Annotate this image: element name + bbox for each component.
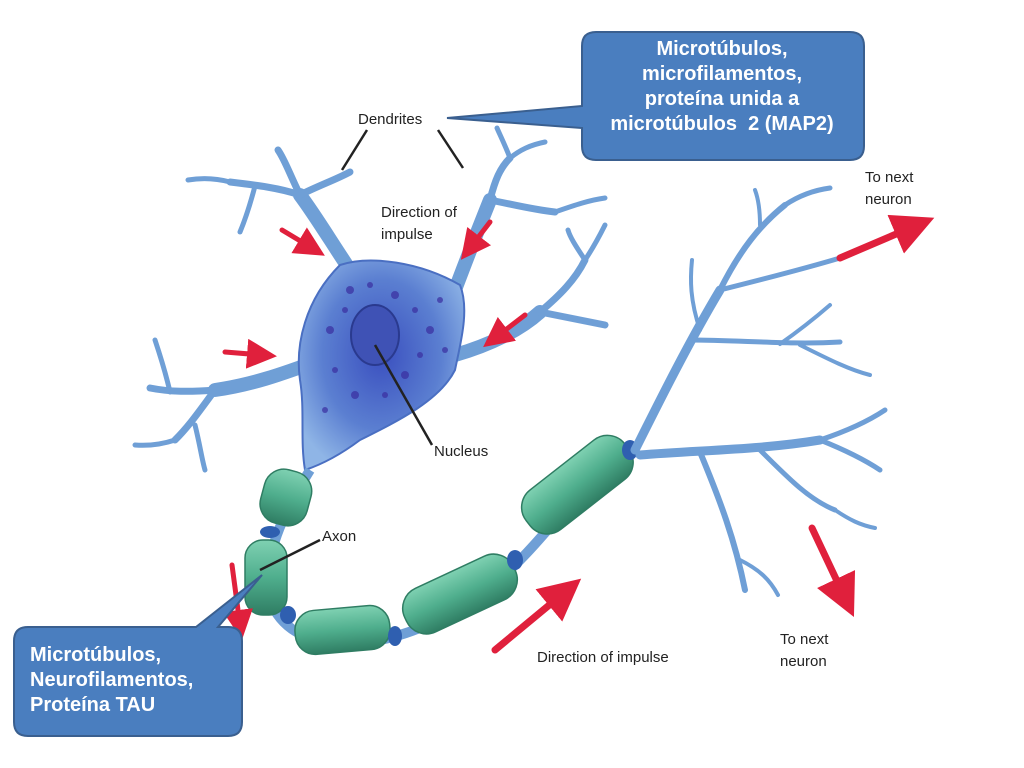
callout-bottom-line: Microtúbulos, bbox=[30, 644, 162, 666]
myelin-segment bbox=[520, 434, 634, 535]
label-next-neuron-bottom-1: To next bbox=[780, 631, 829, 648]
axon-leader bbox=[259, 538, 321, 572]
dendrite-branch bbox=[132, 437, 178, 448]
terminal-branch bbox=[738, 558, 780, 597]
terminal-branch bbox=[635, 435, 825, 460]
impulse-arrow bbox=[483, 312, 528, 348]
dendrite-branch bbox=[185, 176, 233, 185]
terminal-branch bbox=[753, 188, 762, 227]
terminal-branch bbox=[757, 447, 838, 513]
callout-bottom-text: Microtúbulos, Neurofilamentos, Proteína … bbox=[30, 643, 235, 718]
terminal-branch bbox=[833, 508, 877, 530]
node-of-ranvier bbox=[507, 550, 523, 570]
nucleus bbox=[350, 304, 400, 366]
myelin-segment bbox=[401, 553, 519, 635]
label-direction-bottom: Direction of impulse bbox=[537, 649, 669, 666]
terminal-branch bbox=[630, 285, 725, 455]
impulse-arrow bbox=[808, 524, 856, 617]
terminal-branch bbox=[687, 337, 843, 346]
terminal-branch bbox=[717, 202, 788, 293]
impulse-arrow bbox=[279, 227, 325, 256]
label-next-neuron-top-2: neuron bbox=[865, 191, 912, 208]
callout-bottom-line: Proteína TAU bbox=[30, 694, 156, 716]
dendrite-branch bbox=[146, 384, 219, 395]
dendrite-branch bbox=[565, 227, 588, 263]
dendrite-branch bbox=[192, 422, 208, 473]
myelin-segment bbox=[244, 539, 288, 616]
label-dendrites: Dendrites bbox=[358, 111, 422, 128]
impulse-arrow bbox=[836, 214, 935, 262]
terminal-branch bbox=[697, 449, 748, 593]
callout-top-line: microfilamentos, bbox=[641, 63, 803, 85]
callout-top-text: Microtúbulos, microfilamentos, proteína … bbox=[584, 37, 860, 137]
label-direction-top-1: Direction of bbox=[381, 204, 458, 221]
nucleus-leader bbox=[373, 344, 434, 446]
terminal-branch bbox=[817, 407, 888, 443]
dendrite-branch bbox=[486, 154, 514, 204]
axon bbox=[244, 434, 638, 656]
dendrite-branch bbox=[274, 146, 304, 199]
label-next-neuron-bottom-2: neuron bbox=[780, 653, 827, 670]
node-of-ranvier bbox=[388, 626, 402, 646]
terminal-branch bbox=[688, 258, 702, 332]
dendrite-branch bbox=[486, 196, 559, 216]
node-of-ranvier bbox=[280, 606, 296, 624]
leader-lines bbox=[259, 129, 465, 572]
dendrite-branch bbox=[237, 183, 258, 235]
callout-top-line: Microtúbulos, bbox=[656, 38, 788, 60]
terminal-branch bbox=[717, 255, 843, 293]
dendrite-branch bbox=[552, 195, 608, 215]
dendrite-branch bbox=[152, 337, 173, 395]
callout-bottom-bubble bbox=[13, 574, 263, 737]
dendrite-branch bbox=[293, 188, 357, 277]
terminal-branch bbox=[798, 343, 872, 377]
cell-body bbox=[297, 259, 466, 472]
myelin-segment bbox=[294, 604, 391, 656]
impulse-arrow bbox=[460, 219, 493, 260]
callout-top-line: proteína unida a bbox=[644, 88, 800, 110]
myelin-segment bbox=[259, 468, 313, 527]
axon-terminals bbox=[630, 185, 888, 597]
label-direction-top-2: impulse bbox=[381, 226, 433, 243]
callout-top-line: microtúbulos 2 (MAP2) bbox=[610, 113, 834, 135]
impulse-arrow bbox=[222, 338, 277, 369]
label-axon: Axon bbox=[322, 528, 356, 545]
myelin-sheath bbox=[244, 434, 634, 656]
dendrite-branch bbox=[494, 125, 513, 161]
dendrite-branch bbox=[171, 386, 219, 444]
nodes-of-ranvier bbox=[260, 440, 638, 646]
node-of-ranvier bbox=[260, 526, 280, 538]
terminal-branch bbox=[782, 185, 833, 208]
dendrite-branch bbox=[536, 308, 609, 329]
label-next-neuron-top-1: To next bbox=[865, 169, 914, 186]
terminal-branch bbox=[778, 303, 832, 346]
callout-top-bubble bbox=[446, 31, 865, 161]
impulse-arrows bbox=[222, 214, 935, 654]
label-nucleus: Nucleus bbox=[434, 443, 488, 460]
dendrite-branch bbox=[507, 139, 548, 161]
dendrites-leader-right bbox=[436, 129, 465, 169]
callout-bottom-line: Neurofilamentos, bbox=[30, 669, 194, 691]
dendrite-branch bbox=[582, 222, 608, 263]
dendrite-branch bbox=[296, 168, 354, 199]
dendrites-leader-left bbox=[340, 129, 369, 171]
terminal-branch bbox=[817, 437, 883, 473]
diagram-labels: Dendrites Direction of impulse Nucleus A… bbox=[322, 111, 914, 670]
nissl-granules bbox=[322, 282, 448, 413]
impulse-arrow bbox=[491, 578, 582, 654]
dendrite-branch bbox=[226, 178, 304, 199]
dendrite-branch bbox=[536, 256, 589, 316]
